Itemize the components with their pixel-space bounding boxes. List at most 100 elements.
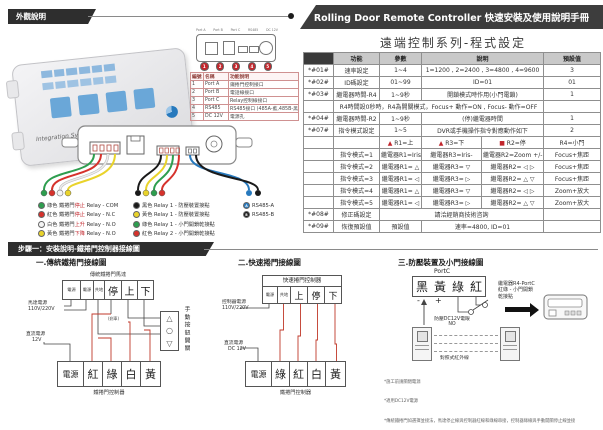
settings-header-param: 參數 — [379, 52, 422, 65]
diagram3-ir-label: 對照式紅外線 — [440, 356, 469, 361]
port-number-badge: 1 — [200, 62, 209, 71]
cell-func: 指令模式=3 — [333, 172, 380, 185]
cell-code — [303, 172, 334, 185]
diagram1-controller-box: 電源 紅 綠 白 黃 — [57, 361, 161, 387]
table-row: 指令模式=2 繼電器R1= △ 繼電器R3= ▽ 繼電器R2= ◁ ▷ Focu… — [303, 160, 602, 173]
legend-item: 黑色 Relay 1 - 防壓裝置接點 — [133, 202, 215, 209]
cell-desc: 繼電器R3= ▷ — [421, 196, 482, 209]
cell-desc: 繼電器R2= △ ▽ — [480, 196, 545, 209]
ir-beam-line — [434, 343, 498, 344]
arrow-right-icon — [505, 302, 539, 317]
cell-func: 指令模式=5 — [333, 196, 380, 209]
cell-desc: 開鎖模式時作用(小門電鎖) — [420, 88, 545, 101]
down-button-icon: ▽ — [166, 339, 173, 349]
diagram1-controller-label: 鐵捲門控制器 — [93, 390, 125, 396]
cell-code — [303, 100, 334, 113]
cell-def: R4=小門 — [543, 136, 602, 149]
cell-code — [303, 160, 334, 173]
diagram2-controller-label: 鐵捲門控制器 — [279, 390, 312, 396]
installation-notes: *施工前請關閉電源 *適用DC12V電源 *傳統鐵捲門如選擇並接法，馬達停止線與… — [384, 379, 576, 424]
cell-func: 繼電器時間-R2 — [333, 112, 380, 125]
porta-jack — [205, 42, 218, 55]
table-row: R4時間設0秒時，R4為開關模式，Focus+ 動作=ON , Focus- 動… — [303, 100, 602, 113]
settings-table: 功能 參數 說明 預設值 *#01# 速率設定 1~4 1=1200 , 2=2… — [303, 52, 602, 233]
device-keypad-large — [49, 87, 156, 119]
cell-param: 1~4 — [379, 64, 422, 77]
cell-desc: 速率=4800, ID=01 — [420, 220, 545, 233]
cell-def: 01 — [543, 76, 602, 89]
table-row: 指令模式=5 繼電器R1= ◁ 繼電器R3= ▷ 繼電器R2= △ ▽ Zoom… — [303, 196, 602, 209]
diagram1-button-label: 手動按鈕開關 — [183, 306, 189, 353]
cell-note: R4時間設0秒時，R4為開關模式，Focus+ 動作=ON , Focus- 動… — [332, 100, 545, 113]
cell-func: 繼電器時間-R4 — [333, 88, 380, 101]
cell-def: Zoom+放大 — [543, 196, 602, 209]
cell-param: 01~99 — [379, 76, 422, 89]
table-row: *#03# 繼電器時間-R4 1~9秒 開鎖模式時作用(小門電鎖) 1 — [303, 88, 602, 101]
cell-note: 請洽經銷商技術咨詢 — [378, 208, 545, 221]
cell-func: 恢復預設值 — [333, 220, 380, 233]
appearance-tag: 外觀說明 — [8, 9, 96, 24]
red-dot-icon — [133, 230, 140, 238]
cell-param: 1~9秒 — [379, 112, 422, 125]
diagram2-top-box: 快速捲門控制器 電源 共地 上 停 下 — [262, 275, 342, 304]
legend-item: 紅色 Relay 2 - 小門開鎖乾接點 — [133, 230, 215, 238]
appearance-tag-label: 外觀說明 — [16, 12, 46, 21]
cell-code: *#03# — [303, 88, 334, 101]
cell-desc: ID=01 — [420, 76, 545, 89]
table-row: *#02# ID碼設定 01~99 ID=01 01 — [303, 76, 602, 89]
cell-param: 繼電器R1= ◁ — [379, 196, 422, 209]
rs485b-dot-icon: B — [243, 211, 250, 219]
cell-code — [303, 136, 334, 149]
cell-desc: 繼電器R3= ▷ — [421, 172, 482, 185]
cell-func: 修正碼設定 — [333, 208, 380, 221]
diagram1-title: 一.傳統鐵捲門接線圖 — [36, 258, 107, 267]
cell-desc: 繼電器R2= ◁ ▷ — [480, 160, 545, 173]
cell-code — [303, 148, 334, 161]
diagram1-brake-label: (剎車) — [108, 316, 120, 321]
black-dot-icon — [133, 202, 140, 209]
cell-def: Zoom+放大 — [543, 184, 602, 197]
cell-def — [543, 100, 602, 113]
cell-desc: 1=1200 , 2=2400 , 3=4800 , 4=9600 — [420, 64, 545, 77]
cell-desc: (停)繼電器時間 — [420, 112, 545, 125]
tag-rule — [88, 16, 288, 17]
table-row: *#07# 指令模式設定 1~5 DVR或手機操作指令對應動作如下 2 — [303, 124, 602, 137]
diagram2-top-header: 快速捲門控制器 — [263, 276, 341, 287]
cell-func — [333, 136, 380, 149]
cell-param: 繼電器R1=Iris+ — [379, 148, 422, 161]
up-button-icon: △ — [166, 313, 173, 323]
cell-desc: 繼電器R3= ▽ — [421, 184, 482, 197]
yellow-dot-icon — [133, 211, 140, 219]
device-brand-text: Integration System — [35, 130, 94, 144]
diagram3-portc-box: 黑 黃 綠 紅 — [412, 276, 486, 297]
table-row: *#01# 速率設定 1~4 1=1200 , 2=2400 , 3=4800 … — [303, 64, 602, 77]
settings-header-func: 功能 — [333, 52, 380, 65]
cell-code — [303, 196, 334, 209]
step-banner: 步驟一：安裝說明-鐵捲門控制器接線圖 — [8, 242, 214, 256]
photo-eye-left — [412, 327, 432, 361]
cell-def: Focus+焦距 — [543, 148, 602, 161]
table-row: *#04# 繼電器時間-R2 1~9秒 (停)繼電器時間 1 — [303, 112, 602, 125]
legend-item: 黃色 鐵捲門下降 Relay - N.O — [38, 230, 118, 238]
cell-def — [543, 208, 602, 221]
legend-item: 紅色 鐵捲門停止 Relay - N.C — [38, 211, 118, 219]
table-row: *#09# 恢復預設值 預設值 速率=4800, ID=01 — [303, 220, 602, 233]
diagram3-relay-note: 繼電器R4-PortC 紅綠 - 小門開鎖 乾接點 — [498, 281, 535, 300]
green-dot-icon — [133, 220, 140, 228]
square-icon: ■ — [499, 140, 505, 147]
ports-panel-labels: Port A Port B Port C RS485 DC 12V — [196, 28, 278, 32]
red-dot-icon — [38, 211, 45, 219]
settings-header-code — [303, 52, 334, 65]
cell-func: ID碼設定 — [333, 76, 380, 89]
ir-beam-line — [434, 351, 498, 352]
table-row: 指令模式=3 繼電器R1= ◁ 繼電器R3= ▷ 繼電器R2= △ ▽ Focu… — [303, 172, 602, 185]
cell-param: 預設值 — [379, 220, 422, 233]
cell-code — [303, 184, 334, 197]
